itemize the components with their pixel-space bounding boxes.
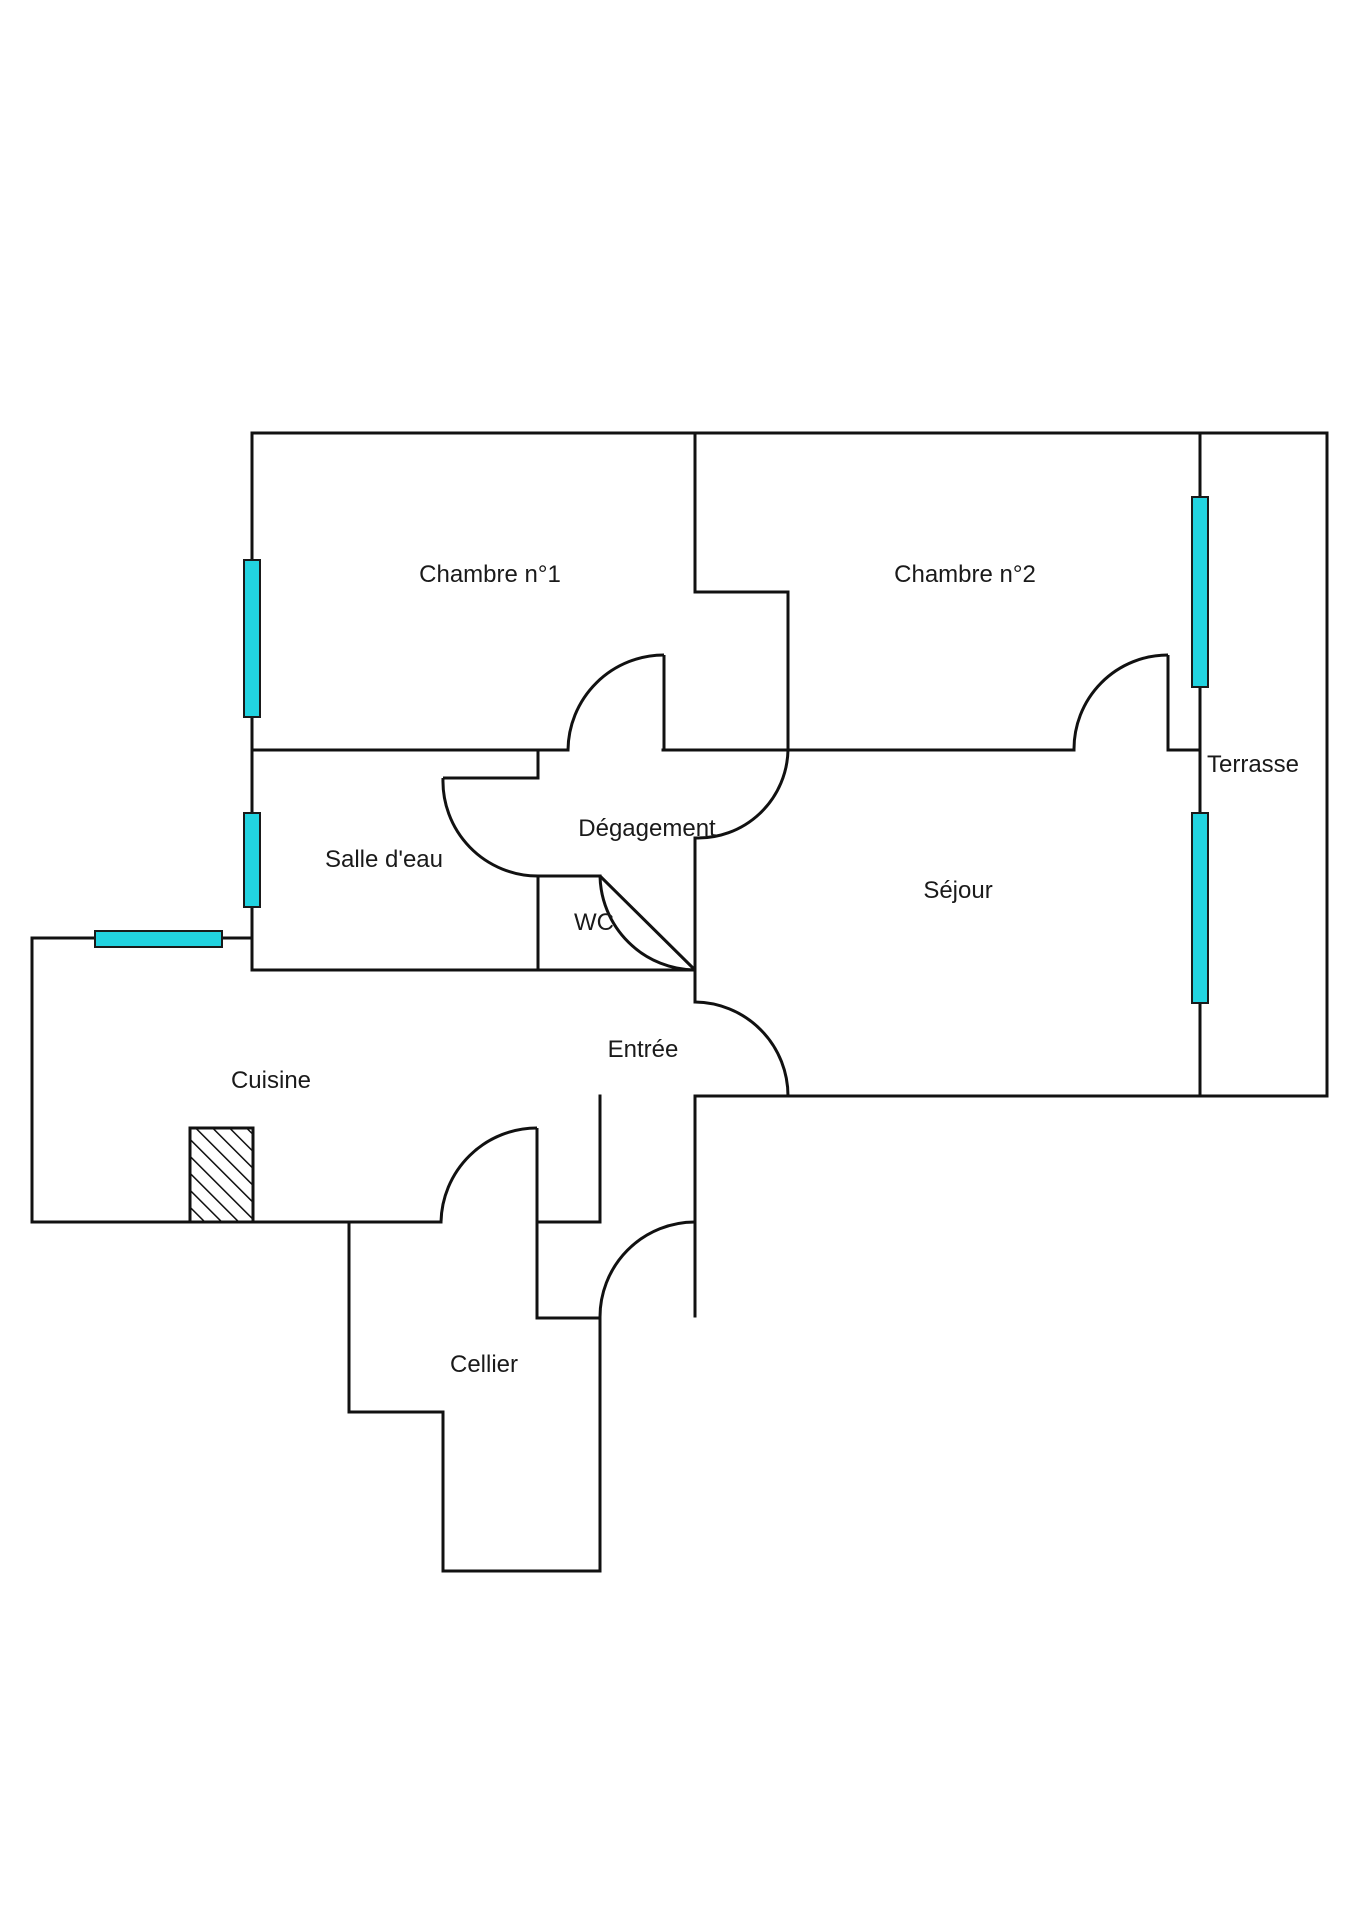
label-chambre-1: Chambre n°1 — [419, 561, 561, 588]
walls — [30, 431, 1329, 1573]
window-cuisine — [94, 930, 223, 948]
label-degagement: Dégagement — [578, 815, 716, 842]
label-sejour: Séjour — [923, 877, 992, 904]
windows — [94, 496, 1209, 1004]
kitchen-hatched-block — [188, 1126, 255, 1224]
label-salle-deau: Salle d'eau — [325, 846, 443, 873]
label-wc: WC — [574, 909, 614, 936]
label-cellier: Cellier — [450, 1351, 518, 1378]
window-salle-deau — [243, 812, 261, 908]
label-chambre-2: Chambre n°2 — [894, 561, 1036, 588]
room-labels: Chambre n°1 Chambre n°2 Terrasse Dégagem… — [231, 561, 1299, 1378]
doors — [439, 653, 1170, 1319]
window-sejour — [1191, 812, 1209, 1004]
label-terrasse: Terrasse — [1207, 751, 1299, 778]
window-chambre-2 — [1191, 496, 1209, 688]
label-cuisine: Cuisine — [231, 1067, 311, 1094]
label-entree: Entrée — [608, 1036, 679, 1063]
window-chambre-1 — [243, 559, 261, 718]
